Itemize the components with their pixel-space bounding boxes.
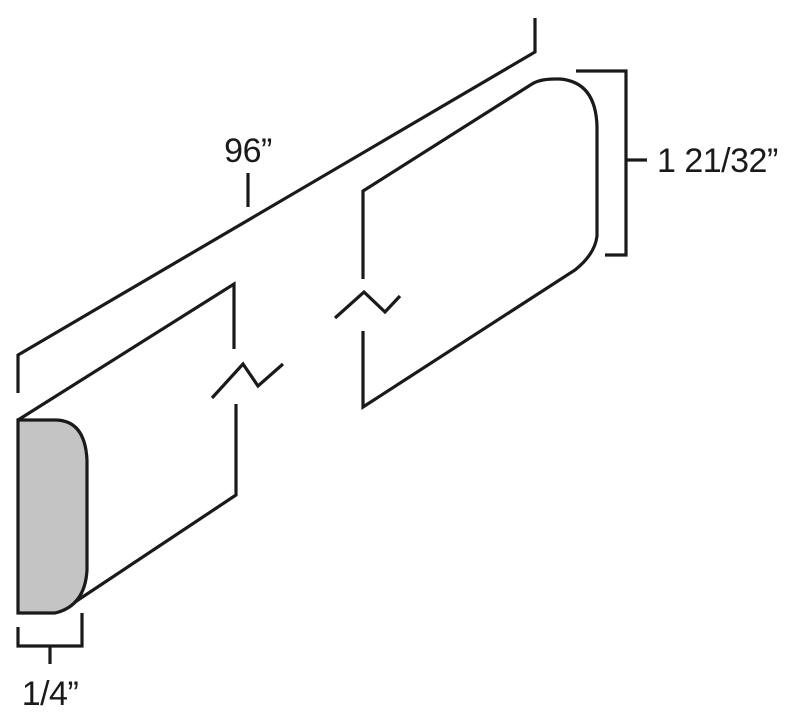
- molding-far-end: [333, 77, 599, 410]
- length-label: 96”: [224, 132, 272, 170]
- height-label: 1 21/32”: [657, 142, 778, 180]
- far-outline-upper: [361, 77, 599, 410]
- end-profile-face: [16, 418, 89, 615]
- far-break-symbol: [333, 289, 402, 320]
- thickness-label: 1/4”: [22, 675, 79, 713]
- height-dimension: 1 21/32”: [576, 69, 778, 257]
- thickness-dimension: 1/4”: [16, 613, 84, 713]
- height-bracket: [576, 69, 628, 257]
- near-bottom-edge: [74, 404, 238, 604]
- thickness-bracket: [16, 613, 84, 648]
- length-dimension-line: [16, 18, 537, 393]
- near-break-symbol: [210, 361, 285, 400]
- molding-near-end: [16, 281, 285, 615]
- near-top-edge: [17, 281, 236, 422]
- length-dimension: 96”: [16, 18, 537, 393]
